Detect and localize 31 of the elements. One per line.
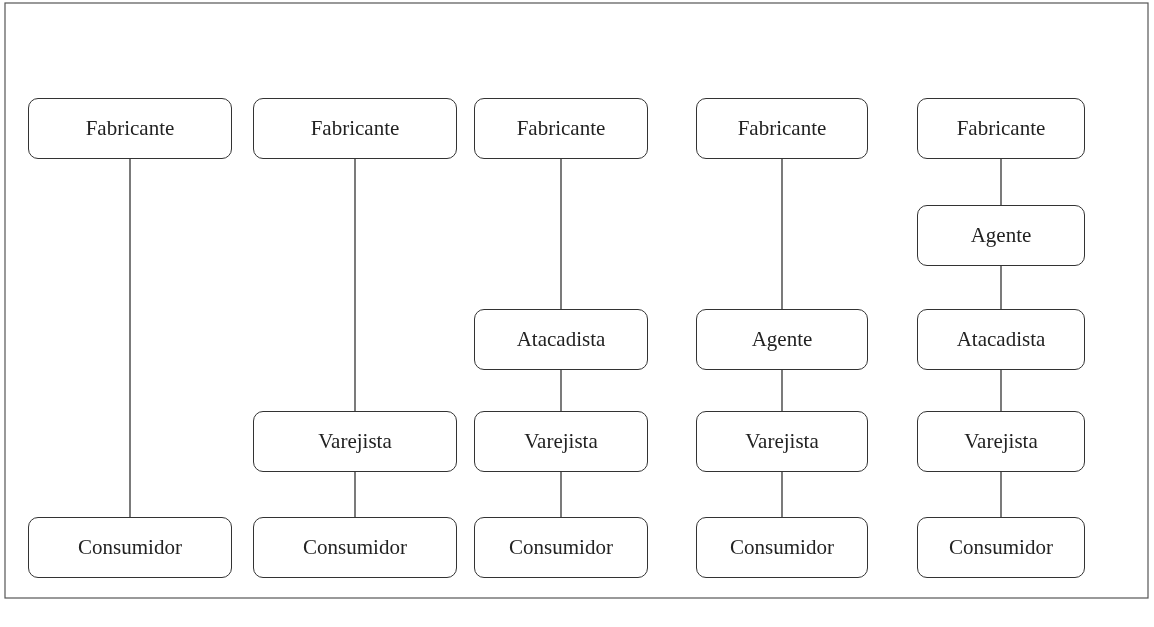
connector-line: [354, 158, 356, 412]
process-box: Consumidor: [696, 517, 868, 578]
connector-line: [781, 158, 783, 310]
connector-line: [560, 471, 562, 518]
process-box: Fabricante: [696, 98, 868, 159]
connector-line: [1000, 265, 1002, 310]
connector-line: [781, 471, 783, 518]
process-box: Varejista: [696, 411, 868, 472]
process-box: Fabricante: [474, 98, 648, 159]
connector-line: [781, 369, 783, 412]
connector-line: [1000, 471, 1002, 518]
process-box: Varejista: [917, 411, 1085, 472]
process-box: Consumidor: [253, 517, 457, 578]
process-box: Consumidor: [917, 517, 1085, 578]
connector-line: [129, 158, 131, 518]
process-box: Fabricante: [253, 98, 457, 159]
process-box: Consumidor: [28, 517, 232, 578]
connector-line: [560, 158, 562, 310]
process-box: Varejista: [253, 411, 457, 472]
process-box: Varejista: [474, 411, 648, 472]
connector-line: [354, 471, 356, 518]
process-box: Atacadista: [474, 309, 648, 370]
process-box: Agente: [696, 309, 868, 370]
process-box: Fabricante: [28, 98, 232, 159]
connector-line: [1000, 158, 1002, 206]
process-box: Agente: [917, 205, 1085, 266]
connector-line: [1000, 369, 1002, 412]
process-box: Atacadista: [917, 309, 1085, 370]
connector-line: [560, 369, 562, 412]
process-box: Fabricante: [917, 98, 1085, 159]
process-box: Consumidor: [474, 517, 648, 578]
